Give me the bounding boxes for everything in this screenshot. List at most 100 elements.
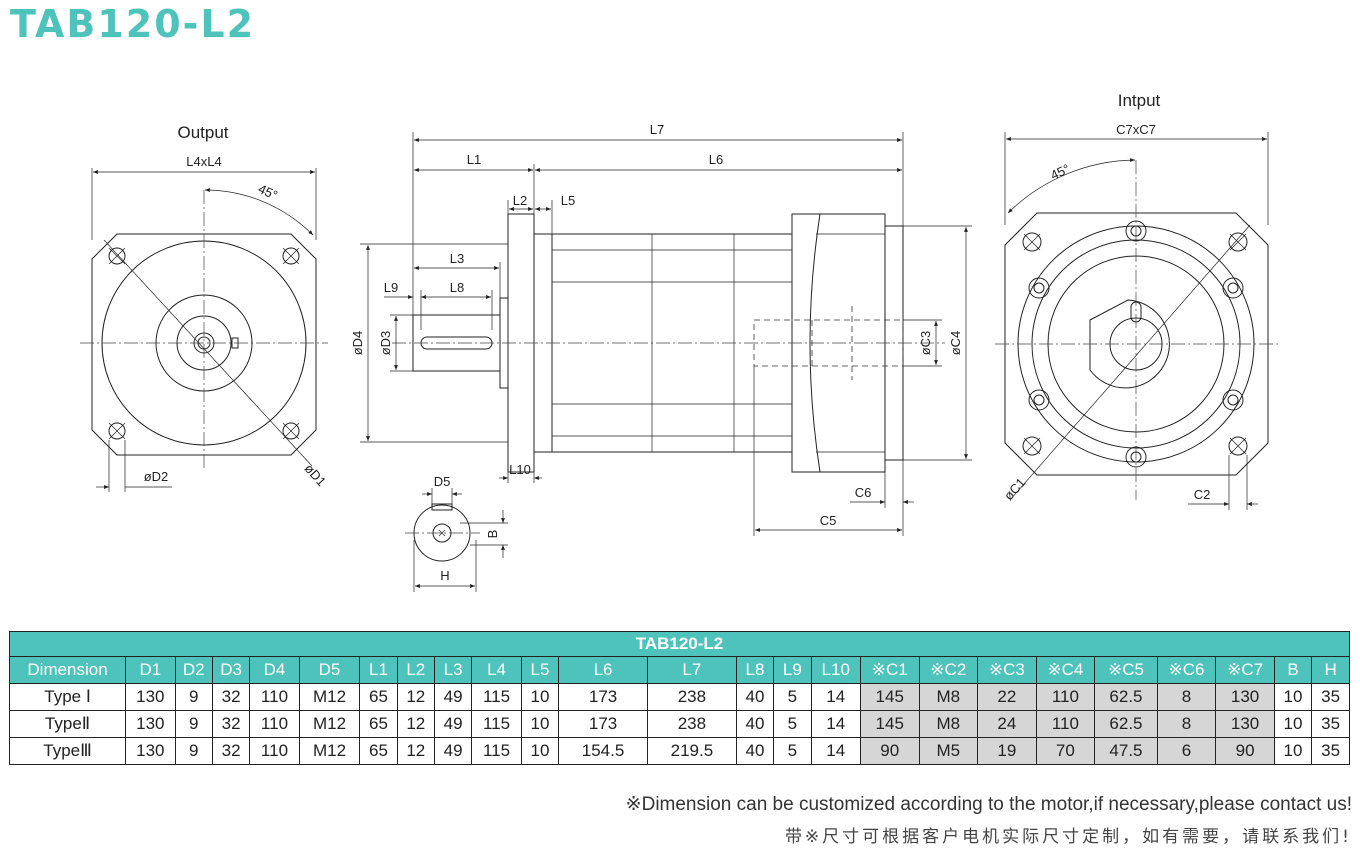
output-angle-label: 45° — [256, 181, 280, 203]
table-cell: 173 — [558, 683, 648, 711]
dim-B: B — [485, 530, 500, 539]
table-cell: 130 — [125, 737, 176, 765]
column-header: ※C5 — [1094, 656, 1158, 684]
technical-drawings: Output L4xL4 45° øD2 — [80, 91, 1280, 592]
dim-L10: L10 — [509, 462, 531, 477]
table-cell: 110 — [249, 683, 300, 711]
column-header: L10 — [810, 656, 861, 684]
row-label: TypeⅢ — [8, 737, 127, 765]
table-cell: 145 — [859, 683, 920, 711]
table-cell: 47.5 — [1094, 737, 1158, 765]
column-header: D3 — [211, 656, 251, 684]
table-cell: 32 — [211, 737, 251, 765]
dim-C2: C2 — [1194, 487, 1211, 502]
side-view: L7 L1 L6 L2 L5 L3 L9 L8 — [350, 122, 972, 536]
table-cell: 65 — [359, 737, 398, 765]
table-cell: 10 — [1273, 683, 1313, 711]
dim-D5: D5 — [434, 474, 451, 489]
dim-H: H — [440, 568, 449, 583]
column-header: L9 — [773, 656, 812, 684]
table-cell: 238 — [646, 710, 737, 738]
table-cell: 110 — [1035, 710, 1096, 738]
table-cell: 130 — [1215, 710, 1275, 738]
table-cell: 65 — [359, 710, 398, 738]
table-cell: 90 — [859, 737, 920, 765]
custom-dimension-note-chinese: 带※尺寸可根据客户电机实际尺寸定制，如有需要，请联系我们! — [784, 827, 1352, 847]
table-cell: 70 — [1035, 737, 1096, 765]
table-cell: 10 — [520, 737, 560, 765]
input-label: Intput — [1118, 91, 1161, 110]
column-header: L2 — [396, 656, 435, 684]
table-cell: 90 — [1215, 737, 1275, 765]
table-cell: 115 — [471, 710, 522, 738]
column-header: ※C7 — [1215, 656, 1275, 684]
dim-D2: øD2 — [144, 469, 169, 484]
table-cell: 130 — [125, 710, 176, 738]
table-cell: 173 — [558, 710, 648, 738]
table-cell: 10 — [1273, 737, 1313, 765]
column-header: L8 — [735, 656, 775, 684]
table-cell: 62.5 — [1094, 710, 1158, 738]
table-cell: 110 — [249, 710, 300, 738]
table-cell: 9 — [174, 710, 213, 738]
dim-L2: L2 — [513, 193, 527, 208]
table-cell: 10 — [520, 710, 560, 738]
table-cell: 35 — [1311, 710, 1350, 738]
column-header: ※C4 — [1035, 656, 1096, 684]
output-view: Output L4xL4 45° øD2 — [80, 123, 329, 492]
table-cell: 35 — [1311, 737, 1350, 765]
table-cell: 49 — [433, 710, 473, 738]
table-cell: 12 — [396, 737, 435, 765]
output-flange-outline — [91, 233, 317, 456]
column-header: D2 — [174, 656, 213, 684]
table-cell: 5 — [773, 683, 812, 711]
table-cell: 14 — [810, 710, 861, 738]
dim-D1: øD1 — [302, 461, 330, 489]
custom-dimension-note: ※Dimension can be customized according t… — [625, 794, 1352, 815]
table-cell: 62.5 — [1094, 683, 1158, 711]
column-header: ※C3 — [977, 656, 1037, 684]
dim-L3: L3 — [450, 251, 464, 266]
table-cell: 12 — [396, 683, 435, 711]
table-cell: 65 — [359, 683, 398, 711]
column-header: B — [1273, 656, 1313, 684]
dim-L1: L1 — [467, 152, 481, 167]
column-header: ※C1 — [859, 656, 920, 684]
column-header: L6 — [558, 656, 648, 684]
table-cell: 115 — [471, 683, 522, 711]
table-cell: 10 — [1273, 710, 1313, 738]
table-cell: 32 — [211, 683, 251, 711]
column-header: L3 — [433, 656, 473, 684]
table-cell: 22 — [977, 683, 1037, 711]
dim-C6: C6 — [855, 485, 872, 500]
table-cell: 8 — [1156, 710, 1217, 738]
input-view: Intput C7xC7 45° øC1 — [995, 91, 1280, 510]
input-flange-outline — [1004, 212, 1269, 476]
table-cell: 35 — [1311, 683, 1350, 711]
dim-D3: øD3 — [378, 331, 393, 356]
column-header: L5 — [520, 656, 560, 684]
column-header: H — [1311, 656, 1350, 684]
column-header: L1 — [359, 656, 398, 684]
table-cell: 5 — [773, 737, 812, 765]
column-header: L4 — [471, 656, 522, 684]
output-bolt-holes — [108, 247, 300, 440]
table-cell: 115 — [471, 737, 522, 765]
column-header: D4 — [249, 656, 300, 684]
table-cell: 110 — [1035, 683, 1096, 711]
dim-L5: L5 — [561, 193, 575, 208]
row-label: Type Ⅰ — [8, 683, 127, 711]
table-cell: 9 — [174, 683, 213, 711]
dim-C3: øC3 — [918, 331, 933, 356]
dim-L9: L9 — [384, 280, 398, 295]
input-angle-label: 45° — [1048, 161, 1072, 183]
table-cell: M12 — [298, 683, 361, 711]
column-header: L7 — [646, 656, 737, 684]
table-cell: 14 — [810, 683, 861, 711]
table-cell: 14 — [810, 737, 861, 765]
